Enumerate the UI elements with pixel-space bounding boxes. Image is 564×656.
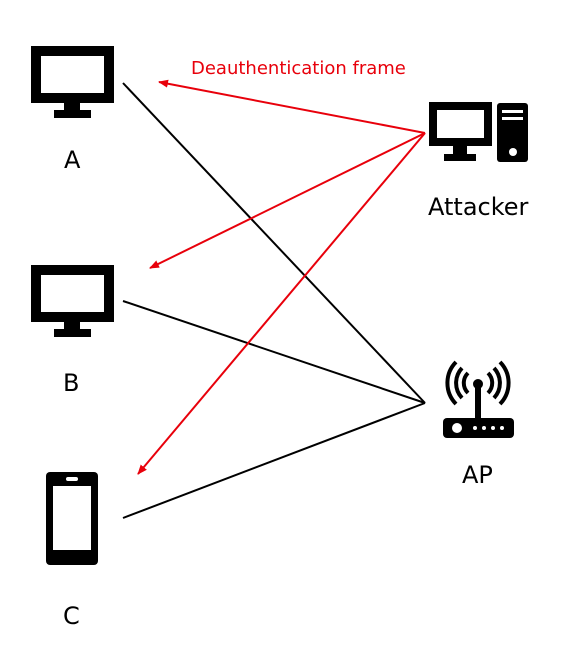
- smartphone-icon: [46, 472, 98, 565]
- deauth-arrow-to-b: [149, 132, 426, 269]
- node-ap-label: AP: [462, 461, 493, 489]
- deauth-arrow-to-a: [158, 79, 426, 134]
- deauthentication-frame-label: Deauthentication frame: [191, 58, 406, 79]
- link-ap-to-c: [122, 402, 426, 519]
- wireless-router-icon: [443, 360, 514, 438]
- deauth-arrow-to-c: [137, 132, 426, 475]
- node-attacker-label: Attacker: [428, 193, 529, 221]
- monitor-icon: [31, 46, 114, 118]
- link-ap-to-a: [122, 82, 426, 404]
- node-b-label: B: [63, 369, 80, 397]
- desktop-computer-icon: [429, 102, 528, 162]
- node-c-label: C: [63, 602, 80, 630]
- link-ap-to-b: [122, 300, 426, 404]
- node-a-label: A: [64, 146, 81, 174]
- monitor-icon: [31, 265, 114, 337]
